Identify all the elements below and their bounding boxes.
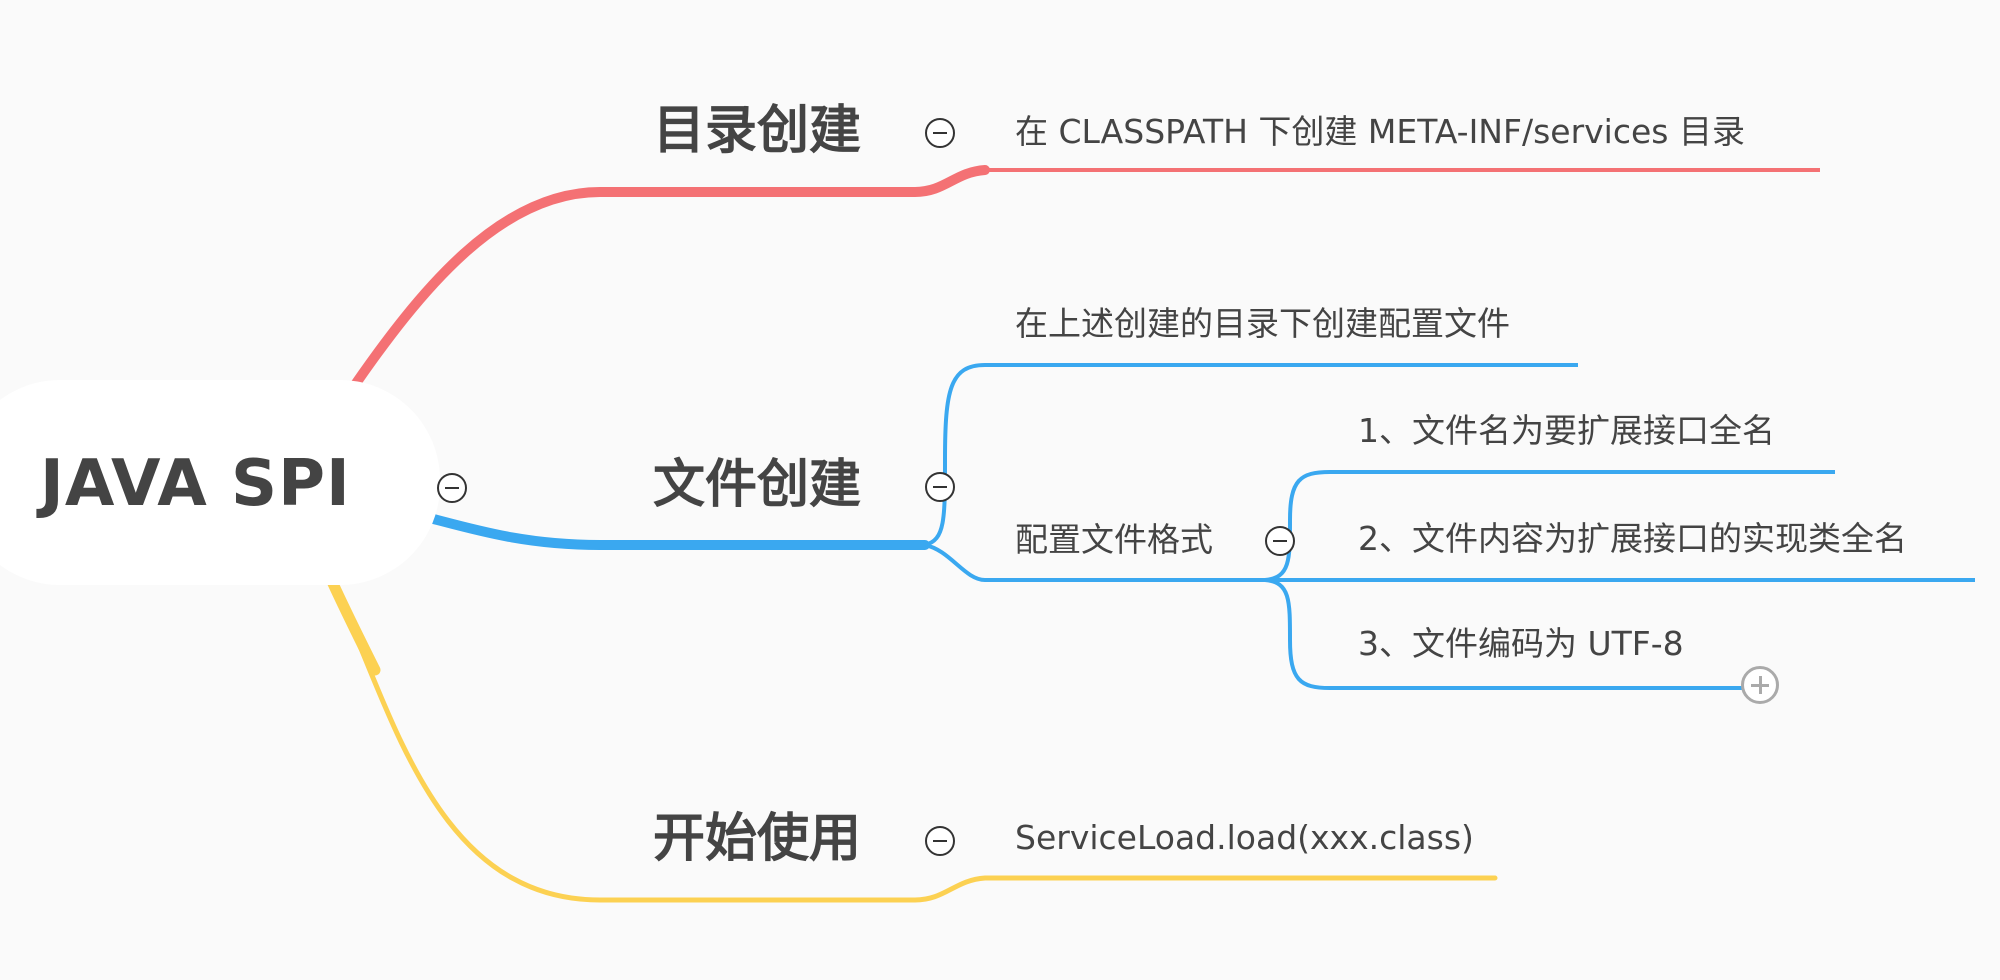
branch-file-label[interactable]: 文件创建 (653, 455, 862, 515)
usage-code-text[interactable]: ServiceLoad.load(xxx.class) (1015, 818, 1474, 857)
directory-step-text[interactable]: 在 CLASSPATH 下创建 META-INF/services 目录 (1015, 112, 1745, 151)
connector-file-to-children (924, 363, 1578, 547)
branch-directory-collapse-icon[interactable] (925, 118, 955, 148)
format-rule-1[interactable]: 1、文件名为要扩展接口全名 (1358, 411, 1775, 450)
connector-root-to-usage (327, 574, 1498, 903)
file-format-label[interactable]: 配置文件格式 (1015, 520, 1213, 559)
connector-format-children (1264, 470, 1975, 690)
expand-plus-icon[interactable] (1741, 666, 1779, 704)
file-format-collapse-icon[interactable] (1265, 526, 1295, 556)
connector-root-to-file (413, 510, 930, 550)
branch-file-collapse-icon[interactable] (925, 472, 955, 502)
file-create-text[interactable]: 在上述创建的目录下创建配置文件 (1015, 304, 1510, 343)
connector-file-to-format (924, 543, 1265, 582)
connector-root-stub-yellow (324, 571, 381, 676)
branch-directory-label[interactable]: 目录创建 (653, 101, 862, 161)
branch-usage-collapse-icon[interactable] (925, 826, 955, 856)
format-rule-3[interactable]: 3、文件编码为 UTF-8 (1358, 624, 1684, 663)
root-collapse-icon[interactable] (437, 473, 467, 503)
root-label: JAVA SPI (40, 447, 351, 521)
root-node[interactable] (0, 380, 440, 585)
connector-root-to-directory (345, 165, 990, 397)
format-rule-2[interactable]: 2、文件内容为扩展接口的实现类全名 (1358, 519, 1907, 558)
branch-usage-label[interactable]: 开始使用 (653, 809, 862, 869)
